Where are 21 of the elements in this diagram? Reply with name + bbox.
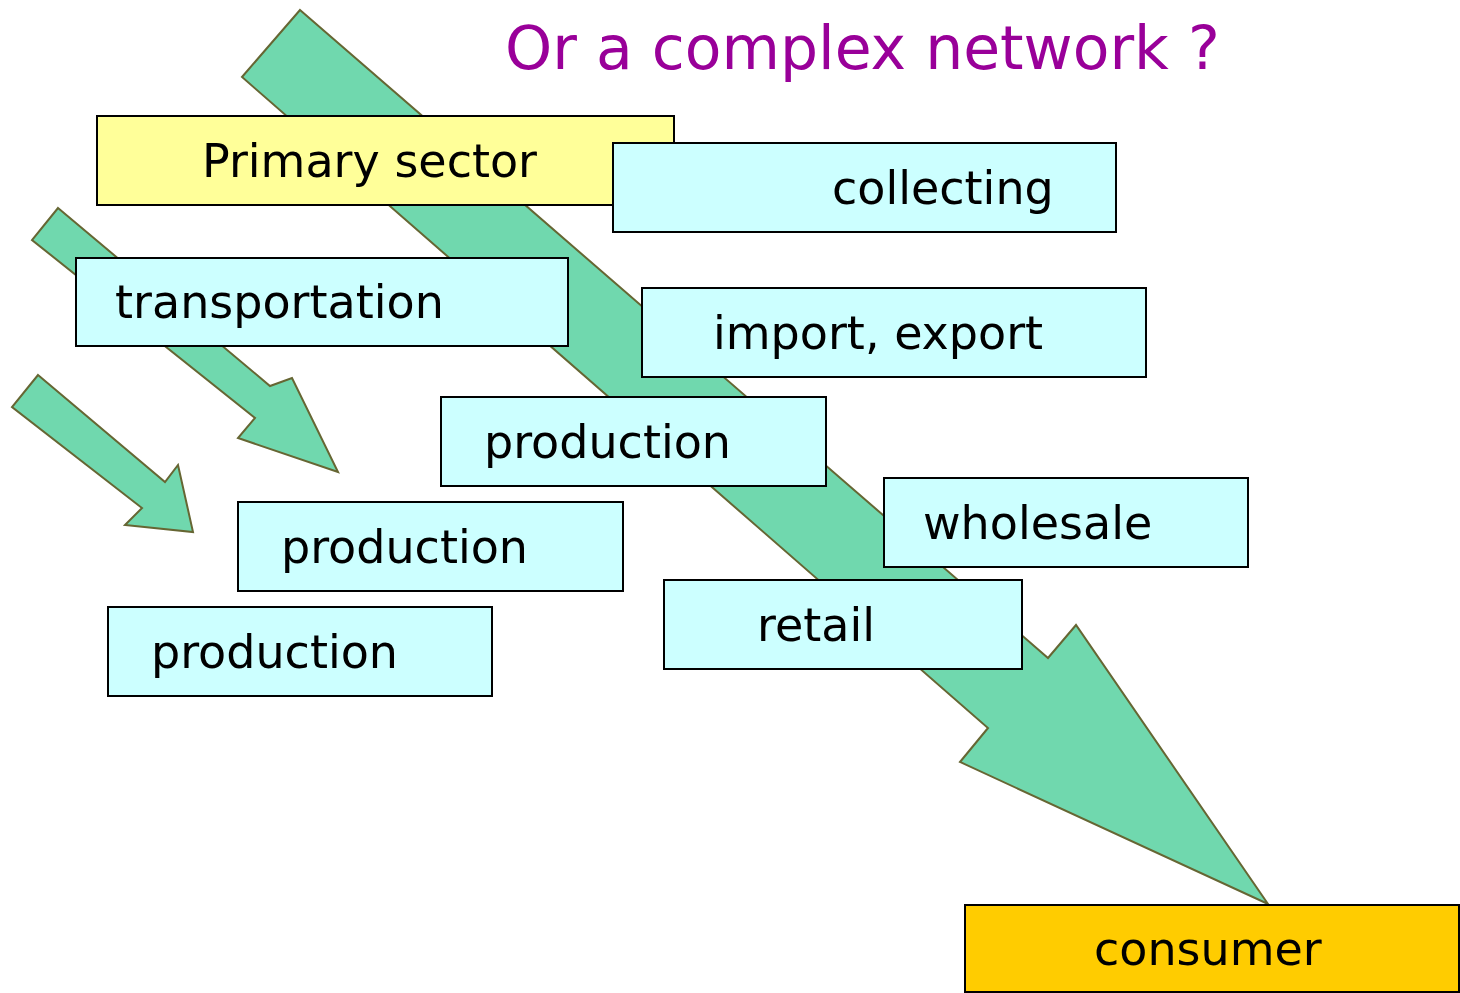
stage-box [641, 287, 1147, 378]
stage-label: production [281, 518, 528, 575]
stage-box [612, 142, 1117, 233]
stage-box [107, 606, 493, 697]
stage-label: collecting [832, 159, 1054, 216]
stage-box [663, 579, 1023, 670]
stage-label: consumer [1094, 920, 1322, 977]
stage-box [964, 904, 1460, 993]
stage-box [883, 477, 1249, 568]
stage-label: production [484, 413, 731, 470]
stage-label: retail [757, 596, 875, 653]
stage-box [237, 501, 624, 592]
title: Or a complex network ? [505, 12, 1220, 85]
stage-label: transportation [115, 274, 444, 330]
stage-box [440, 396, 827, 487]
stage-label: wholesale [923, 494, 1153, 551]
stage-box [75, 257, 569, 347]
stage-label: production [151, 623, 398, 680]
stage-box [96, 115, 675, 206]
stage-label: Primary sector [202, 132, 538, 189]
stage-label: import, export [713, 304, 1044, 361]
